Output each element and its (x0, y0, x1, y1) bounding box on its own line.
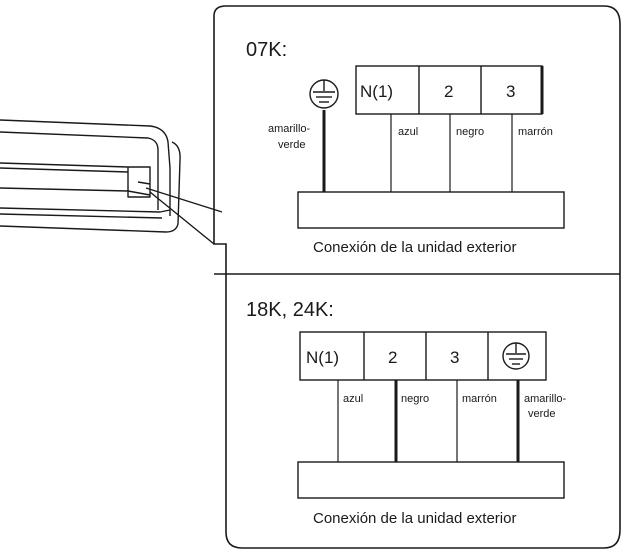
wires (337, 380, 520, 462)
wire-label: azul (343, 393, 363, 405)
section-heading-18k-24k: 18K, 24K: (246, 299, 334, 321)
terminal-label: 3 (450, 348, 459, 367)
wire-label: marrón (518, 126, 553, 138)
outdoor-connection-box (297, 191, 565, 229)
section-07k: 07K: amarillo- verde N(1) 2 3 azul (246, 39, 565, 256)
section-heading-07k: 07K: (246, 39, 287, 61)
outdoor-connection-box (297, 461, 565, 499)
wires (390, 114, 513, 192)
section-18k-24k: 18K, 24K: N(1) 2 3 azul negro marrón (246, 299, 567, 527)
terminal-label: 2 (444, 82, 453, 101)
ground-symbol-icon (309, 79, 339, 109)
wire-label: negro (456, 126, 484, 138)
terminal-block (355, 65, 544, 115)
terminal-label: N(1) (360, 82, 393, 101)
terminal-label: N(1) (306, 348, 339, 367)
ground-label-line2: verde (528, 408, 556, 420)
detail-panel-frame (213, 5, 621, 549)
ground-label-line2: verde (278, 139, 306, 151)
terminal-label: 2 (388, 348, 397, 367)
outdoor-connection-caption: Conexión de la unidad exterior (313, 510, 516, 527)
indoor-unit-sketch (0, 119, 223, 245)
terminal-label: 3 (506, 82, 515, 101)
ground-label-line1: amarillo- (268, 123, 311, 135)
ground-label-line1: amarillo- (524, 393, 567, 405)
ground-symbol-icon (502, 342, 530, 370)
terminal-block (299, 331, 547, 381)
outdoor-connection-caption: Conexión de la unidad exterior (313, 239, 516, 256)
wire-label: azul (398, 126, 418, 138)
wire-label: marrón (462, 393, 497, 405)
wire-label: negro (401, 393, 429, 405)
